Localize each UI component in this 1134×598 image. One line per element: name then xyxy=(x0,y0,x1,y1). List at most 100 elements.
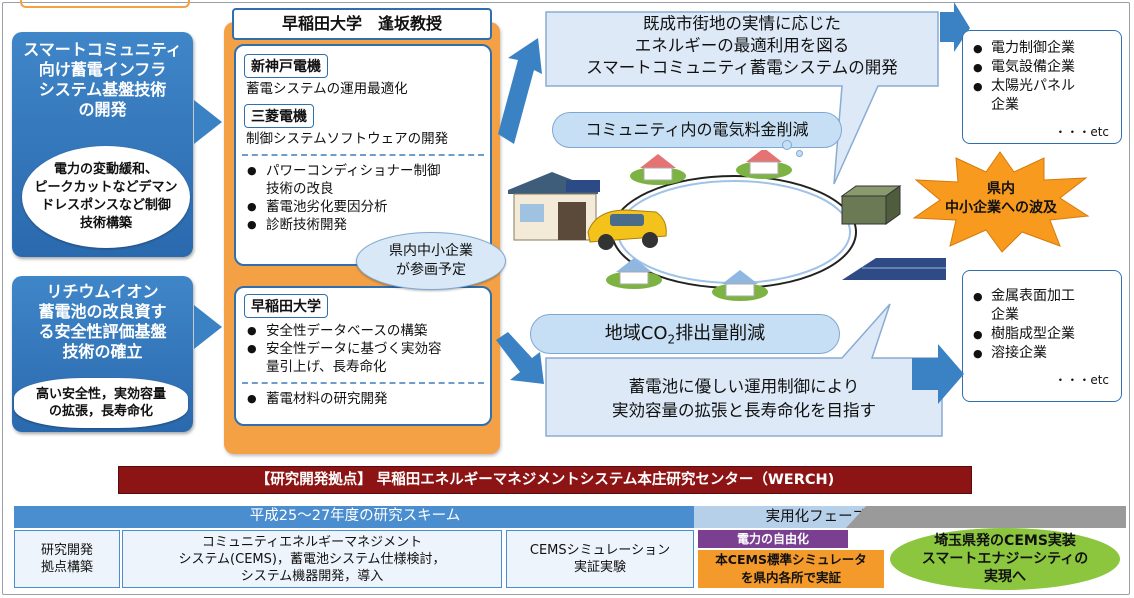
dashed-divider xyxy=(242,382,484,384)
upper-bullet: 蓄電池劣化要因分析 xyxy=(244,198,441,216)
lower-bullet: 安全性データベースの構築 xyxy=(244,322,442,340)
lower-panel: 早稲田大学 安全性データベースの構築 安全性データに基づく実効容 量引上げ、長寿… xyxy=(234,286,492,426)
right-bottom-item: 金属表面加工 xyxy=(967,287,1075,306)
house-icon xyxy=(736,150,792,179)
top-callout-line: スマートコミュニティ蓄電システムの開発 xyxy=(586,58,898,77)
house-icon xyxy=(630,154,686,185)
co2-pre: 地域CO xyxy=(604,323,668,344)
right-top-item: 太陽光パネル xyxy=(967,77,1075,96)
co2-sub: 2 xyxy=(667,332,676,347)
dashed-divider xyxy=(242,154,484,156)
upper-panel: 新神戸電機 蓄電システムの運用最適化 三菱電機 制御システムソフトウェアの開発 … xyxy=(234,44,492,266)
bottom-callout-line: 実効容量の拡張と長寿命化を目指す xyxy=(612,401,876,420)
cell2-line: システム機器開発，導入 xyxy=(240,568,384,584)
sme-ellipse: 県内中小企業 が参画予定 xyxy=(356,232,506,290)
right-top-item-cont: 企業 xyxy=(991,97,1019,113)
house-icon xyxy=(712,270,768,301)
bottom-callout-text: 蓄電池に優しい運用制御により 実効容量の拡張と長寿命化を目指す xyxy=(546,375,942,423)
arrow-lower-center-icon xyxy=(496,332,544,384)
star-line: 県内 xyxy=(987,181,1015,197)
cell-base-build: 研究開発 拠点構築 xyxy=(14,530,120,588)
arrow-right-top-icon xyxy=(940,2,970,52)
co2-post: 排出量削減 xyxy=(675,323,766,344)
left2-ellipse: 高い安全性，実効容量 の拡張，長寿命化 xyxy=(14,378,188,428)
ev-car-icon xyxy=(587,209,667,250)
lower-bullet: 蓄電材料の研究開発 xyxy=(244,390,388,408)
company1-desc: 蓄電システムの運用最適化 xyxy=(246,81,408,97)
cell2-line: システム(CEMS)，蓄電池システム仕様検討， xyxy=(178,551,446,567)
right-bottom-item: 樹脂成型企業 xyxy=(967,325,1075,344)
cell5-line: スマートエナジーシティの xyxy=(921,551,1089,567)
cell5-line: 実現へ xyxy=(984,569,1026,585)
cell1-line: 研究開発 xyxy=(40,543,93,558)
left2-ellipse-line: の拡張，長寿命化 xyxy=(48,404,153,419)
right-bottom-item-cont: 企業 xyxy=(991,307,1019,323)
lower-bullet: 安全性データに基づく実効容 xyxy=(244,340,442,358)
left1-title-line: 向け蓄電インフラ xyxy=(38,60,167,79)
cell1-line: 拠点構築 xyxy=(40,560,93,575)
company2-desc: 制御システムソフトウェアの開発 xyxy=(246,131,449,147)
upper-bullet-cont: 技術の改良 xyxy=(266,181,334,197)
left2-ellipse-line: 高い安全性，実効容量 xyxy=(35,387,166,402)
left1-title-line: スマートコミュニティ xyxy=(23,40,182,59)
cell3-line: 実証実験 xyxy=(573,560,626,575)
community-illustration xyxy=(508,150,946,301)
arrow-upper-center-icon xyxy=(498,38,542,144)
upper-bullet: パワーコンディショナー制御 xyxy=(244,162,441,180)
left1-arrow-icon xyxy=(194,100,222,144)
cell-smart-city-goal: 埼玉県発のCEMS実装 スマートエナジーシティの 実現へ xyxy=(890,528,1120,590)
research-center-banner: 【研究開発拠点】 早稲田エネルギーマネジメントシステム本庄研究センター（WERC… xyxy=(118,466,972,494)
left2-title-line: 技術の確立 xyxy=(62,342,143,361)
phase-gray-arrow xyxy=(846,506,1126,528)
cell-deregulation-head: 電力の自由化 xyxy=(698,530,848,548)
company-tag-shinkobe: 新神戸電機 xyxy=(244,54,328,78)
top-callout-line: エネルギーの最適利用を図る xyxy=(634,36,850,55)
upper-bullet: 診断技術開発 xyxy=(244,216,441,234)
sme-line: 県内中小企業 xyxy=(389,243,473,259)
right-bottom-etc: ・・・etc xyxy=(1054,373,1109,387)
left1-ellipse: 電力の変動緩和、 ピークカットなどデマン ドレスポンスなど制御 技術構築 xyxy=(22,146,190,248)
left1-ellipse-line: ドレスポンスなど制御 xyxy=(41,198,171,213)
right-top-item: 電気設備企業 xyxy=(967,58,1075,77)
star-burst-shape xyxy=(912,151,1090,253)
top-callout-text: 既成市街地の実情に応じた エネルギーの最適利用を図る スマートコミュニティ蓄電シ… xyxy=(546,13,938,79)
top-remnant xyxy=(20,0,190,8)
top-callout-line: 既成市街地の実情に応じた xyxy=(643,14,841,33)
cell-simulator-demo: 本CEMS標準シミュレータ を県内各所で実証 xyxy=(698,550,884,588)
cell-cems-dev: コミュニティエネルギーマネジメント システム(CEMS)，蓄電池システム仕様検討… xyxy=(122,530,502,588)
cloud-bubble xyxy=(796,150,803,157)
sme-line: が参画予定 xyxy=(396,262,466,278)
cell2-line: コミュニティエネルギーマネジメント xyxy=(201,534,423,550)
left1-ellipse-line: 電力の変動緩和、 xyxy=(53,162,158,177)
right-top-item: 電力制御企業 xyxy=(967,39,1075,58)
cell4-line: を県内各所で実証 xyxy=(740,570,841,585)
right-bottom-box: 金属表面加工 企業 樹脂成型企業 溶接企業 ・・・etc xyxy=(962,270,1122,402)
phase-research-bar: 平成25～27年度の研究スキーム xyxy=(14,506,696,528)
right-bottom-item: 溶接企業 xyxy=(967,344,1075,363)
left2-title-line: リチウムイオン xyxy=(46,282,159,301)
star-line: 中小企業への波及 xyxy=(945,200,1057,216)
cell5-line: 埼玉県発のCEMS実装 xyxy=(934,533,1076,549)
cell4-line: 本CEMS標準シミュレータ xyxy=(715,552,867,567)
left1-ellipse-line: ピークカットなどデマン xyxy=(34,180,178,195)
company-tag-mitsubishi: 三菱電機 xyxy=(244,104,314,128)
top-callout-shape xyxy=(545,11,939,185)
phase-practical-label: 実用化フェーズ xyxy=(765,509,867,525)
professor-title: 早稲田大学 逢坂教授 xyxy=(232,8,492,40)
cloud-cost-reduction: コミュニティ内の電気料金削減 xyxy=(552,112,842,148)
cell-cems-sim: CEMSシミュレーション 実証実験 xyxy=(506,530,694,588)
arrow-right-bottom-icon xyxy=(912,344,964,404)
left1-title-line: システム基盤技術 xyxy=(38,80,167,99)
solar-house-icon xyxy=(508,172,600,241)
cloud-co2-reduction: 地域CO2排出量削減 xyxy=(530,314,840,354)
right-top-etc: ・・・etc xyxy=(1054,125,1109,139)
left1-ellipse-line: 技術構築 xyxy=(79,216,132,231)
org-tag-waseda: 早稲田大学 xyxy=(244,294,328,318)
left2-title-line: 蓄電池の改良資す xyxy=(38,302,167,321)
cloud-bubble xyxy=(782,140,792,150)
left1-title-line: の開発 xyxy=(78,100,127,119)
lower-bullet-cont: 量引上げ、長寿命化 xyxy=(266,359,387,375)
left2-arrow-icon xyxy=(194,305,222,349)
battery-storage-icon xyxy=(840,185,902,225)
